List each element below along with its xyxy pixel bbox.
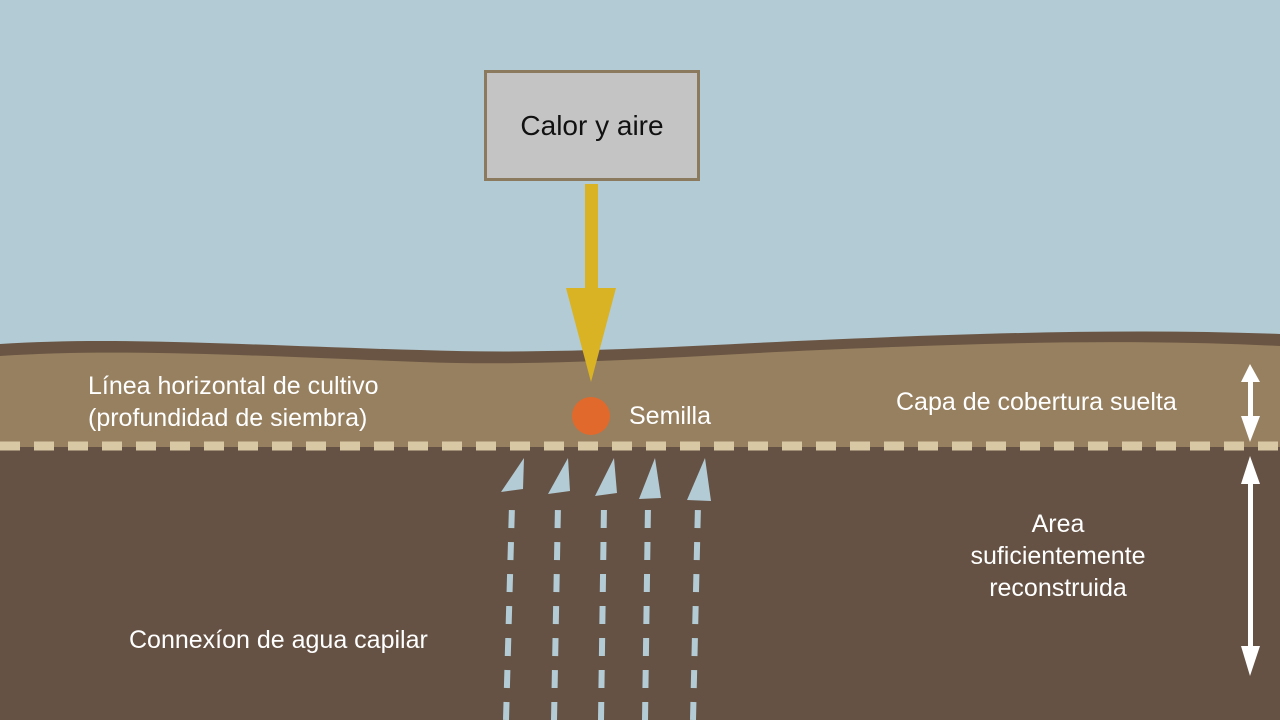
seed-label: Semilla: [629, 402, 711, 430]
capillary-arrow: [501, 458, 524, 720]
tillage-line-label: Línea horizontal de cultivo (profundidad…: [88, 370, 378, 434]
heat-air-arrow: [566, 184, 616, 382]
area-label-2: suficientemente: [970, 542, 1146, 570]
capillary-arrows: [501, 458, 711, 720]
area-label-3: reconstruida: [989, 574, 1127, 602]
capillary-arrow: [639, 458, 661, 720]
loose-cover-layer: [0, 342, 1280, 450]
area-label-1: Area: [1031, 510, 1085, 538]
capillary-arrow: [687, 458, 711, 720]
heat-air-box: Calor y aire: [484, 70, 700, 181]
capillary-arrow: [548, 458, 570, 720]
capillary-arrow: [595, 458, 617, 720]
reconstructed-area: [0, 447, 1280, 720]
cover-layer-dimension-arrow: [1241, 364, 1260, 442]
seed-dot: [572, 397, 610, 435]
cover-layer-label: Capa de cobertura suelta: [896, 388, 1177, 416]
area-dimension-arrow: [1241, 456, 1260, 676]
capillary-label: Connexíon de agua capilar: [129, 626, 428, 654]
tillage-line-label-2: (profundidad de siembra): [88, 404, 368, 432]
area-label: Area suficientemente reconstruida: [948, 508, 1168, 604]
heat-air-label: Calor y aire: [520, 109, 664, 141]
tillage-line-label-1: Línea horizontal de cultivo: [88, 372, 379, 400]
